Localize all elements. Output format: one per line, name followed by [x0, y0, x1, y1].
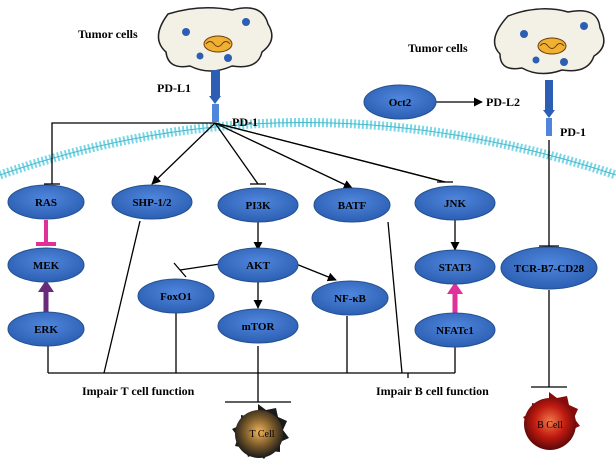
right-pathway-lines: [436, 97, 567, 388]
node-mek[interactable]: MEK: [7, 247, 85, 283]
node-mtor[interactable]: mTOR: [217, 308, 299, 344]
nfatc1-stat3-activate: [447, 282, 463, 314]
node-akt-label: AKT: [246, 260, 271, 272]
erk-mek-activate: [38, 280, 54, 316]
tumor-cell-right-icon: [493, 8, 605, 75]
node-shp[interactable]: SHP-1/2: [111, 184, 193, 220]
impair-b-label: Impair B cell function: [376, 384, 489, 398]
node-batf[interactable]: BATF: [313, 187, 391, 223]
t-cell-label: T Cell: [249, 429, 274, 440]
node-jnk[interactable]: JNK: [414, 185, 496, 221]
tumor-cells-left-label: Tumor cells: [78, 27, 138, 41]
node-nfkb-label: NF-κB: [334, 293, 366, 305]
node-foxo1[interactable]: FoxO1: [137, 278, 215, 314]
node-oct2[interactable]: Oct2: [363, 84, 437, 120]
t-cell-icon: T Cell: [232, 404, 289, 459]
node-erk-label: ERK: [34, 324, 58, 336]
node-mtor-label: mTOR: [242, 321, 276, 333]
node-ras-label: RAS: [35, 197, 57, 209]
pd-1-right-label: PD-1: [560, 125, 586, 139]
node-pi3k[interactable]: PI3K: [217, 187, 299, 223]
tumor-cells-right-label: Tumor cells: [408, 41, 468, 55]
node-ras[interactable]: RAS: [7, 184, 85, 220]
ras-mek-inhibit: [36, 220, 56, 246]
node-tcr[interactable]: TCR-B7-CD28: [500, 246, 598, 290]
node-stat3[interactable]: STAT3: [414, 249, 496, 285]
pd1-connections: [44, 122, 453, 189]
pd-l2-label: PD-L2: [486, 95, 520, 109]
node-foxo1-label: FoxO1: [160, 291, 192, 303]
node-nfatc1[interactable]: NFATc1: [414, 312, 496, 348]
pd-l1-label: PD-L1: [157, 81, 191, 95]
pathway-lines: [47, 220, 460, 403]
node-stat3-label: STAT3: [439, 262, 472, 274]
pd-receptor-left-icon: [209, 70, 221, 122]
node-oct2-label: Oct2: [389, 97, 412, 109]
tumor-cell-left-icon: [157, 7, 273, 72]
node-pi3k-label: PI3K: [245, 200, 271, 212]
b-cell-icon: B Cell: [523, 392, 580, 450]
pd-receptor-right-icon: [543, 80, 555, 136]
node-akt[interactable]: AKT: [217, 247, 299, 283]
node-erk[interactable]: ERK: [7, 311, 85, 347]
pd-1-left-label: PD-1: [232, 115, 258, 129]
node-tcr-label: TCR-B7-CD28: [514, 263, 585, 275]
node-batf-label: BATF: [338, 200, 367, 212]
node-nfkb[interactable]: NF-κB: [311, 280, 389, 316]
impair-t-label: Impair T cell function: [82, 384, 195, 398]
b-cell-label: B Cell: [537, 420, 563, 431]
node-nfatc1-label: NFATc1: [436, 325, 474, 337]
node-mek-label: MEK: [33, 260, 60, 272]
node-shp-label: SHP-1/2: [132, 197, 172, 209]
node-jnk-label: JNK: [444, 198, 466, 210]
cell-membrane: [0, 118, 616, 180]
